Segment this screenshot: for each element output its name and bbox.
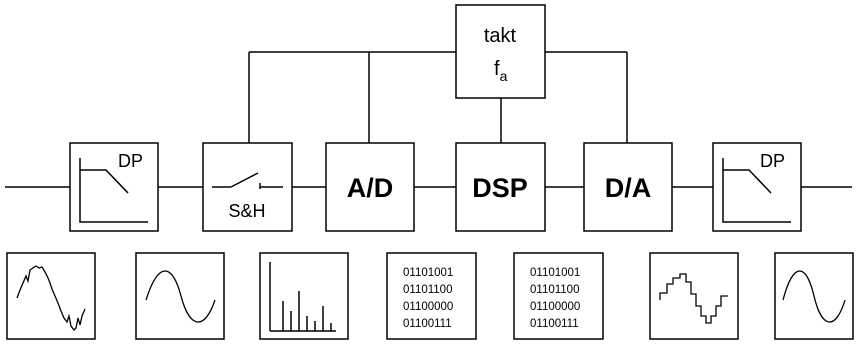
sine-icon: [145, 270, 216, 323]
binary-word: 01101100: [530, 284, 579, 296]
dp-input-label: DP: [118, 151, 143, 171]
binary-word: 01100111: [530, 318, 579, 330]
binary-word: 01101001: [403, 267, 453, 279]
clock-label-fa: fa: [494, 58, 508, 84]
filtered-sine-panel: [135, 252, 225, 340]
binary-word: 01101001: [530, 267, 580, 279]
binary-data-panel-dsp: 01101001 01101100 01100000 01100111: [513, 252, 604, 340]
noisy-sine-icon: [16, 265, 86, 331]
dsp-label: DSP: [472, 173, 528, 203]
staircase-icon: [659, 273, 728, 324]
noisy-sine-panel: [6, 252, 96, 340]
staircase-signal-panel: [649, 252, 739, 340]
dp-output-label: DP: [760, 151, 785, 171]
ad-converter-block: A/D: [325, 142, 415, 232]
sine-icon: [782, 270, 846, 323]
ad-label: A/D: [347, 173, 394, 203]
lowpass-filter-input-block: DP: [69, 142, 159, 232]
sample-and-hold-block: S&H: [202, 142, 293, 232]
clock-wires: [248, 51, 628, 143]
lowpass-response-icon: [79, 158, 148, 223]
binary-word: 01100000: [403, 301, 453, 313]
sample-impulses-icon: [269, 262, 336, 332]
binary-word: 01100111: [403, 318, 452, 330]
da-converter-block: D/A: [583, 142, 673, 232]
binary-word: 01101100: [403, 284, 452, 296]
clock-block: takt fa: [455, 4, 546, 99]
switch-icon: [212, 172, 283, 189]
binary-data-panel-ad: 01101001 01101100 01100000 01100111: [386, 252, 477, 340]
binary-word: 01100000: [530, 301, 580, 313]
dsp-block: DSP: [455, 142, 546, 232]
sampled-signal-panel: [259, 252, 349, 340]
da-label: D/A: [605, 173, 652, 203]
sh-label: S&H: [228, 201, 265, 221]
reconstructed-sine-panel: [774, 252, 854, 340]
clock-label-takt: takt: [484, 25, 517, 47]
lowpass-filter-output-block: DP: [712, 142, 802, 232]
lowpass-response-icon: [722, 158, 791, 223]
